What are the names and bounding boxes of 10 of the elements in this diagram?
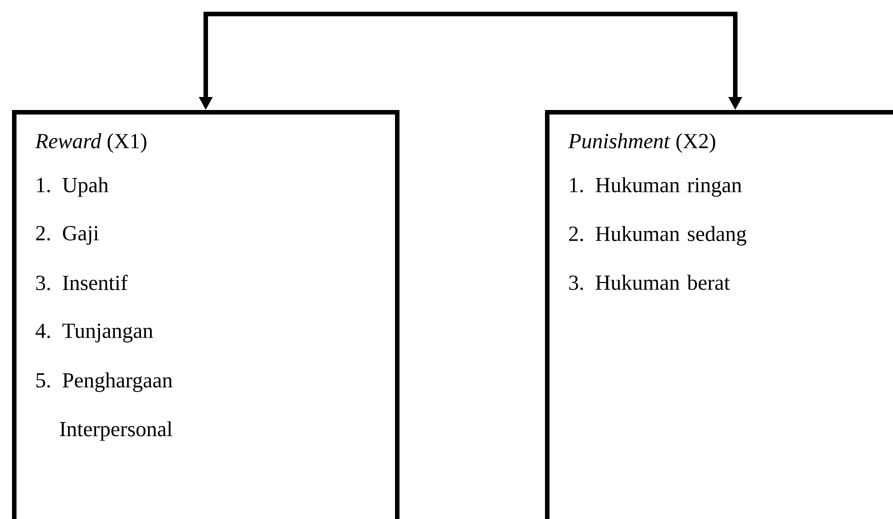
- list-item: 3. Hukuman berat: [569, 274, 730, 290]
- heading: Punishment (X2): [568, 133, 716, 153]
- list-item: 2. Hukuman sedang: [569, 226, 746, 246]
- list-item: 4. Tunjangan: [36, 324, 153, 342]
- list-item: 3. Insentif: [36, 274, 128, 290]
- heading: Reward (X1): [35, 133, 146, 153]
- list-item: 5. Penghargaan Interpersonal: [36, 372, 172, 441]
- list-item: 1. Upah: [37, 177, 108, 197]
- list-item: 1. Hukuman ringan: [570, 177, 742, 197]
- list-item: 2. Gaji: [36, 226, 99, 245]
